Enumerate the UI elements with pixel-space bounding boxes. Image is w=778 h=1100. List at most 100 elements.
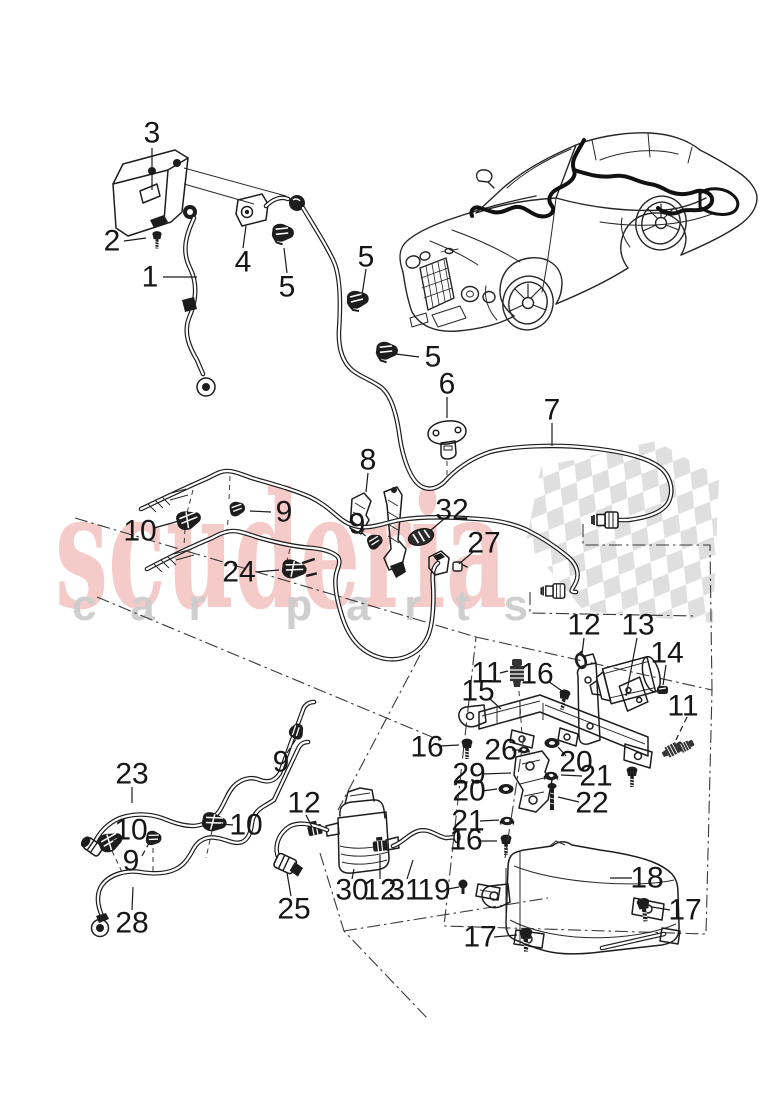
part-number-label[interactable]: 2 bbox=[104, 225, 121, 258]
part-number-label[interactable]: 9 bbox=[123, 845, 140, 878]
part-number-label[interactable]: 7 bbox=[544, 394, 561, 427]
harness-highlight bbox=[469, 138, 740, 219]
valve-part11-b bbox=[659, 737, 696, 761]
part-number-label[interactable]: 3 bbox=[144, 117, 161, 150]
callout-leader bbox=[662, 664, 667, 686]
callout-leader bbox=[499, 670, 509, 674]
car-body bbox=[399, 132, 758, 333]
callout-leader bbox=[675, 716, 688, 741]
part-number-label[interactable]: 12 bbox=[287, 787, 320, 820]
bracket-part8 bbox=[349, 486, 407, 578]
part-number-label[interactable]: 5 bbox=[425, 341, 442, 374]
part-number-label[interactable]: 29 bbox=[452, 758, 485, 791]
callout-leader bbox=[651, 906, 671, 911]
part-number-label[interactable]: 22 bbox=[575, 787, 608, 820]
callout-leader bbox=[447, 886, 460, 890]
part-number-label[interactable]: 28 bbox=[115, 907, 148, 940]
clamp-part12-b bbox=[371, 835, 389, 853]
part-number-label[interactable]: 32 bbox=[435, 494, 468, 527]
callout-leader bbox=[581, 637, 585, 655]
bracket-box-part3 bbox=[112, 149, 197, 237]
screw-part2 bbox=[151, 230, 163, 249]
callout-leader bbox=[361, 268, 367, 296]
part-number-label[interactable]: 24 bbox=[222, 556, 255, 589]
grommet-part12-top bbox=[574, 650, 588, 670]
filter-part30 bbox=[325, 787, 400, 874]
part-number-label[interactable]: 30 bbox=[335, 874, 368, 907]
part-number-label[interactable]: 25 bbox=[277, 893, 310, 926]
part-number-label[interactable]: 27 bbox=[467, 527, 500, 560]
part-number-label[interactable]: 19 bbox=[417, 874, 450, 907]
part-number-label[interactable]: 10 bbox=[114, 814, 147, 847]
part-number-label[interactable]: 26 bbox=[484, 734, 517, 767]
part-number-label[interactable]: 15 bbox=[461, 675, 494, 708]
part-number-label[interactable]: 21 bbox=[451, 805, 484, 838]
callout-leader bbox=[458, 550, 475, 565]
callout-leader bbox=[488, 697, 502, 710]
part-number-label[interactable]: 6 bbox=[439, 368, 456, 401]
rear-wheel bbox=[635, 195, 687, 251]
front-wheel bbox=[502, 275, 554, 331]
part-number-label[interactable]: 8 bbox=[360, 444, 377, 477]
housing-part18 bbox=[475, 840, 681, 955]
part-number-label[interactable]: 9 bbox=[276, 496, 293, 529]
part-number-label[interactable]: 11 bbox=[667, 690, 698, 723]
bracket-part15 bbox=[458, 690, 653, 769]
part-number-label[interactable]: 11 bbox=[471, 657, 502, 690]
callout-leader bbox=[123, 237, 147, 242]
diagram-parts bbox=[78, 149, 696, 955]
part-number-label[interactable]: 14 bbox=[650, 637, 683, 670]
part-number-label[interactable]: 18 bbox=[630, 862, 663, 895]
callout-leader bbox=[286, 872, 292, 897]
callout-leader bbox=[493, 934, 518, 938]
part-number-label[interactable]: 9 bbox=[273, 746, 290, 779]
fuel-line-part23 bbox=[78, 699, 317, 858]
nut-part14 bbox=[657, 686, 668, 694]
part-number-label[interactable]: 12 bbox=[567, 609, 600, 642]
part-number-label[interactable]: 17 bbox=[463, 921, 496, 954]
screw-part16-c bbox=[626, 766, 638, 788]
callout-leader bbox=[220, 823, 234, 826]
part-number-label[interactable]: 1 bbox=[142, 261, 159, 294]
elbow-part27 bbox=[428, 550, 468, 576]
part-number-label[interactable]: 17 bbox=[668, 894, 701, 927]
part-number-label[interactable]: 5 bbox=[358, 241, 375, 274]
part-number-label[interactable]: 10 bbox=[123, 515, 156, 548]
hose-part4 bbox=[235, 193, 305, 227]
part-number-label[interactable]: 9 bbox=[349, 508, 366, 541]
part-number-label[interactable]: 16 bbox=[410, 731, 443, 764]
car-headlights bbox=[405, 251, 496, 328]
clip-part24 bbox=[280, 557, 318, 582]
part-number-label[interactable]: 13 bbox=[621, 609, 654, 642]
bracket-part29 bbox=[513, 750, 553, 813]
nut-part26 bbox=[518, 746, 530, 754]
hose-part1 bbox=[182, 215, 216, 397]
callout-leader bbox=[560, 774, 583, 777]
callout-leader bbox=[351, 868, 355, 880]
callout-leader bbox=[283, 247, 288, 274]
part-number-label[interactable]: 31 bbox=[388, 874, 421, 907]
part-number-label[interactable]: 20 bbox=[452, 775, 485, 808]
part-number-label[interactable]: 16 bbox=[520, 658, 553, 691]
part-number-label[interactable]: 12 bbox=[363, 874, 396, 907]
callout-leader bbox=[557, 746, 567, 757]
callout-leader bbox=[479, 819, 500, 822]
part-number-label[interactable]: 16 bbox=[449, 824, 482, 857]
part-number-label[interactable]: 5 bbox=[279, 271, 296, 304]
part-number-label[interactable]: 20 bbox=[559, 746, 592, 779]
hose-part7 bbox=[300, 205, 674, 529]
screw-part17-b bbox=[519, 927, 533, 953]
part-number-label[interactable]: 4 bbox=[235, 246, 252, 279]
hose-part31 bbox=[390, 828, 461, 849]
part-number-label[interactable]: 21 bbox=[579, 760, 612, 793]
clip-part5-c bbox=[373, 339, 400, 365]
construction-lines bbox=[74, 167, 713, 1020]
clip-leader-dashes bbox=[111, 830, 213, 873]
callout-leader bbox=[153, 520, 180, 529]
callout-leader bbox=[360, 531, 369, 539]
part-number-label[interactable]: 23 bbox=[115, 758, 148, 791]
flange-part6 bbox=[427, 420, 467, 476]
part-number-label[interactable]: 10 bbox=[229, 809, 262, 842]
quick-connector-lower bbox=[540, 582, 566, 600]
